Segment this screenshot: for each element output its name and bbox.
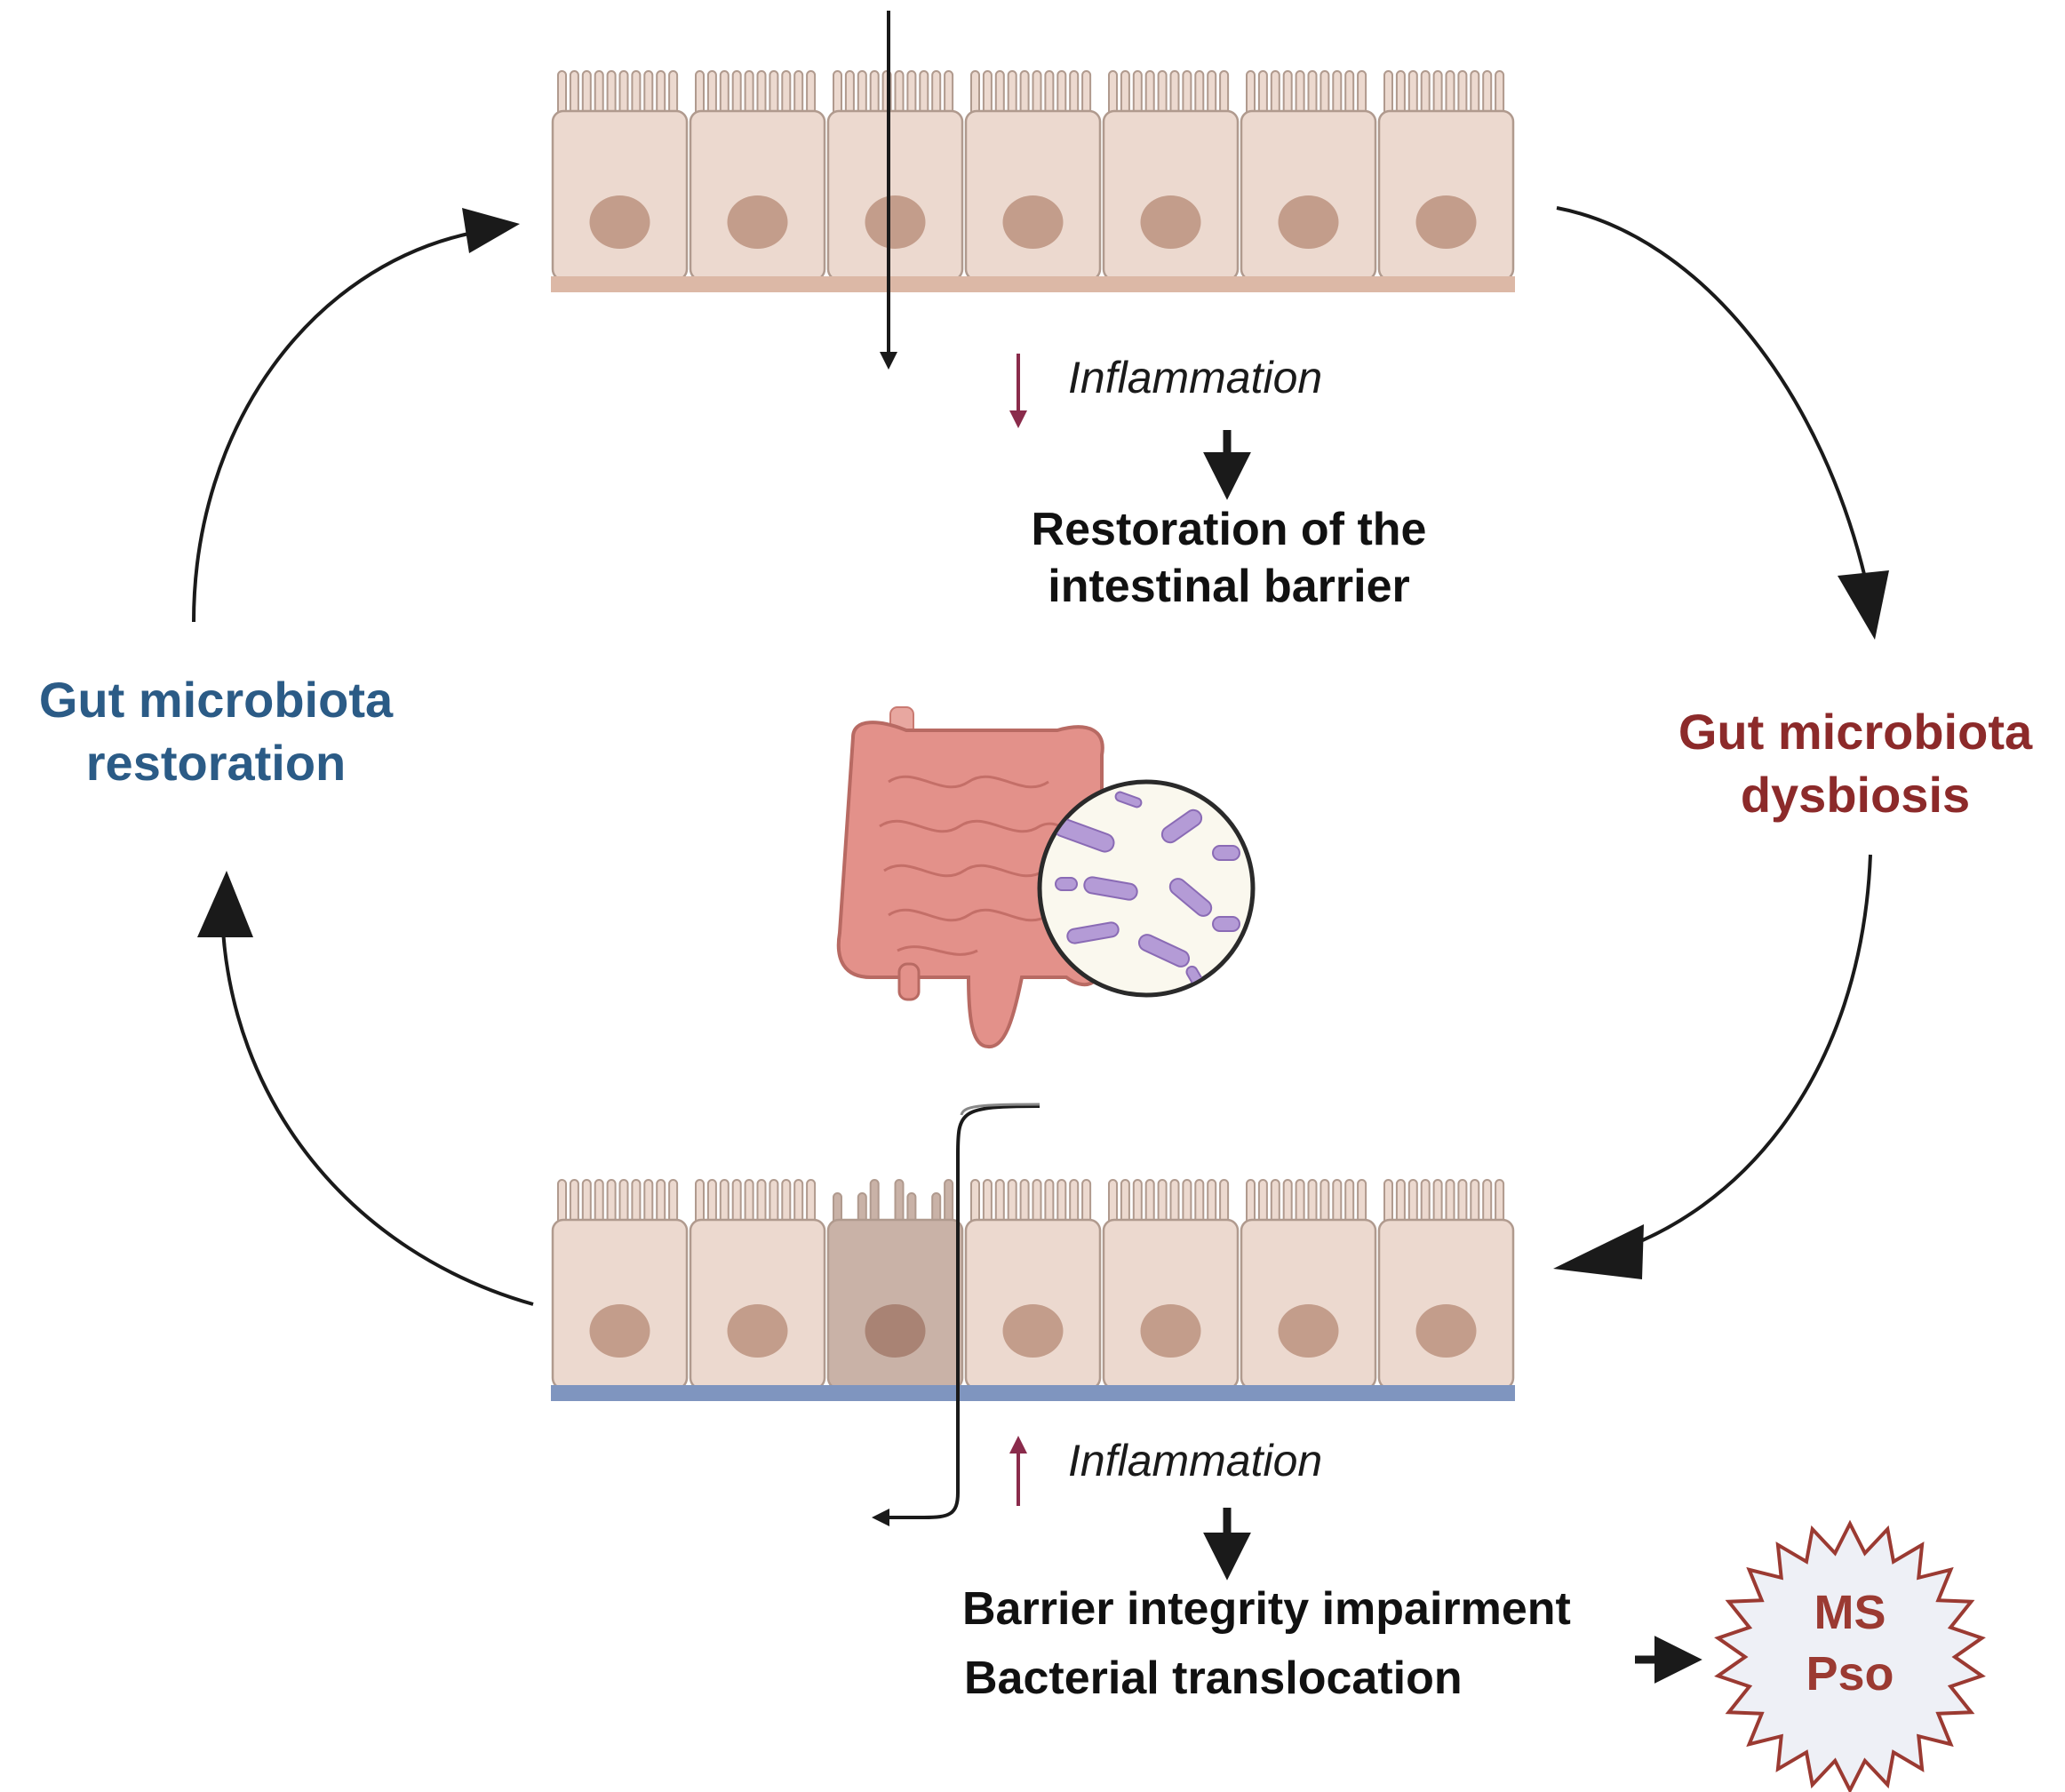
nucleus [727, 1304, 788, 1358]
bacterium [1212, 916, 1240, 932]
epithelial-cell [689, 70, 826, 282]
cycle-arrow-bottom-left [220, 914, 534, 1306]
cycle-arrow-head-right-bottom [1553, 1224, 1644, 1279]
cycle-arrow-head-right-top [1838, 570, 1889, 640]
bacterium [1066, 921, 1120, 944]
epithelial-cell [964, 70, 1102, 282]
epithelial-cell [551, 1179, 689, 1390]
dysbiosis-line-1: Gut microbiota [1678, 704, 2033, 760]
nucleus [865, 195, 926, 249]
top-inflammation-label: Inflammation [1068, 353, 1322, 402]
nucleus [1140, 1304, 1201, 1358]
bacterium [1168, 878, 1213, 917]
disease-label-ms: MS [1814, 1586, 1886, 1639]
disease-label-pso: Pso [1806, 1647, 1894, 1700]
basement-membrane [551, 1385, 1515, 1401]
intestine-icon [836, 706, 1104, 1049]
nucleus [727, 195, 788, 249]
cycle-arrow-top-left [192, 231, 474, 623]
nucleus [1140, 195, 1201, 249]
nucleus [1278, 195, 1339, 249]
bacterium [1083, 876, 1138, 901]
bacterium [1212, 845, 1240, 861]
bacterium [1137, 934, 1191, 968]
epithelial-cell [1240, 70, 1377, 282]
healthy-epithelium [551, 70, 1515, 292]
epithelial-cell [1102, 70, 1240, 282]
restoration-cycle-line-1: Gut microbiota [39, 672, 394, 728]
epithelial-cell [1240, 1179, 1377, 1390]
nucleus [1415, 195, 1477, 249]
nucleus [1002, 195, 1064, 249]
disease-burst-icon: MS Pso [1714, 1519, 1986, 1792]
nucleus [1278, 1304, 1339, 1358]
bacterial-translocation-path [872, 1104, 1040, 1526]
damaged-cell [826, 1179, 964, 1390]
nucleus [865, 1304, 926, 1358]
nucleus [589, 1304, 650, 1358]
cycle-arrow-head-left-top [462, 208, 520, 253]
bacteria-magnifier-icon [1037, 779, 1256, 998]
cycle-arrow-head-left-bottom [197, 871, 253, 937]
dysbiosis-line-2: dysbiosis [1741, 767, 1970, 823]
restoration-line-1: Restoration of the [1032, 504, 1427, 555]
restoration-line-2: intestinal barrier [1048, 561, 1409, 612]
epithelial-cell [1377, 1179, 1515, 1390]
nucleus [589, 195, 650, 249]
epithelial-cell [826, 70, 964, 282]
bacterium [1055, 877, 1078, 891]
restoration-cycle-line-2: restoration [86, 735, 347, 791]
nucleus [1415, 1304, 1477, 1358]
cycle-arrow-bottom-right [1604, 854, 1872, 1256]
translocation-path-top [960, 1103, 1040, 1116]
epithelial-cell [1102, 1179, 1240, 1390]
leaky-epithelium [551, 1179, 1515, 1401]
translocation-label: Bacterial translocation [964, 1653, 1463, 1704]
cycle-arrow-top-right [1556, 206, 1870, 594]
impairment-label: Barrier integrity impairment [962, 1583, 1571, 1635]
epithelial-cell [1377, 70, 1515, 282]
epithelial-cell [964, 1179, 1102, 1390]
bacterium [1114, 791, 1143, 808]
nucleus [1002, 1304, 1064, 1358]
epithelial-cell [689, 1179, 826, 1390]
basement-membrane [551, 276, 1515, 292]
bacterium [1160, 808, 1203, 844]
bottom-inflammation-label: Inflammation [1068, 1436, 1322, 1485]
epithelial-cell [551, 70, 689, 282]
